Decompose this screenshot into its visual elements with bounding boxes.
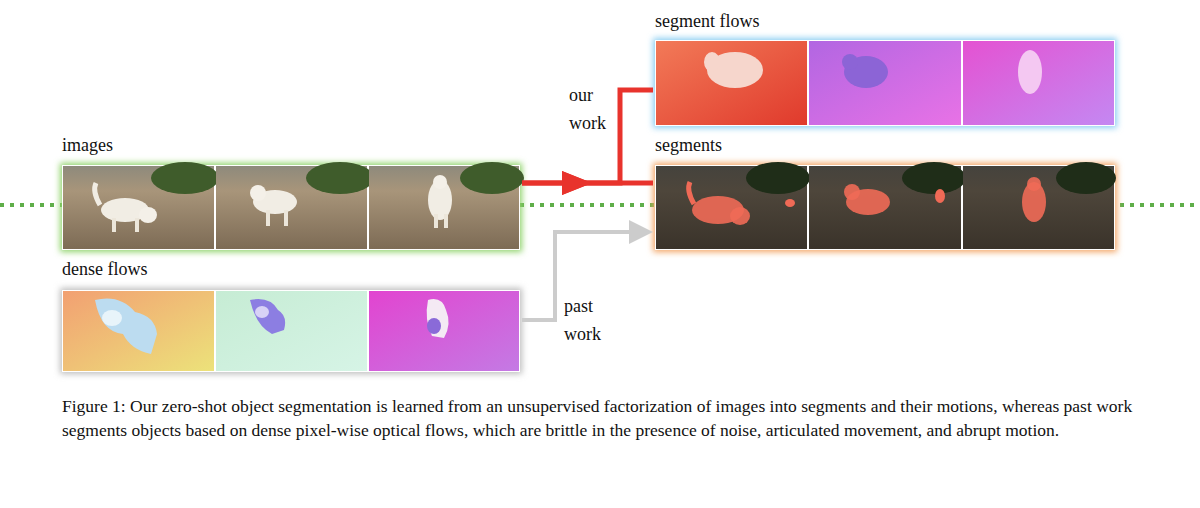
flow-frames [62, 290, 520, 372]
image-strip: dense flows [60, 258, 522, 374]
strip-heading: dense flows [60, 258, 147, 280]
glow [653, 38, 1117, 128]
strip-heading: segment flows [653, 10, 759, 32]
connector-arrow [522, 171, 653, 195]
glow [653, 163, 1117, 252]
strip-heading: images [60, 134, 113, 156]
glow [60, 288, 522, 374]
edge-label: past work [564, 292, 601, 348]
glow [60, 163, 522, 252]
image-strip: segments [653, 134, 1117, 252]
image-strip: segment flows [653, 10, 1117, 128]
image-strip: images [60, 134, 522, 252]
segment-frames [655, 162, 1116, 250]
image-frames [62, 162, 524, 250]
figure-caption: Figure 1: Our zero-shot object segmentat… [62, 394, 1148, 442]
strip-heading: segments [653, 134, 722, 156]
segment-flow-frames [655, 40, 1115, 126]
connector-arrow [522, 90, 653, 195]
edge-label: our work [569, 81, 606, 137]
